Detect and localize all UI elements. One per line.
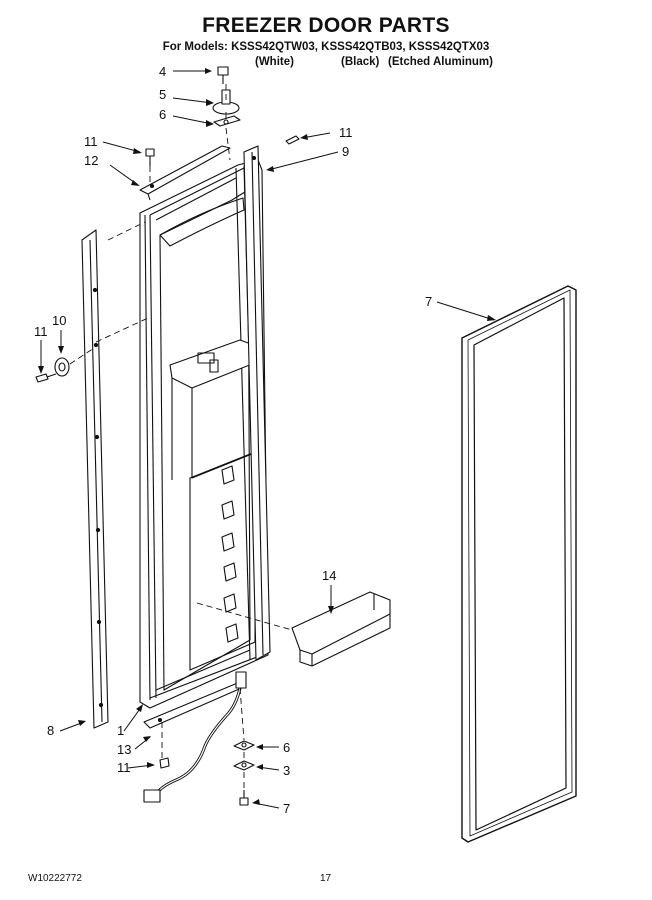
part-6-bottom-bushing [233,740,255,751]
callout-12: 12 [84,153,98,168]
page-title: FREEZER DOOR PARTS [202,14,450,37]
part-3-bottom-hinge [233,760,255,771]
part-12-top-bracket [139,145,231,201]
leader-lines [40,70,495,809]
page-number: 17 [320,873,332,884]
callout-7-bottom: 7 [283,801,290,816]
callout-11-top-left: 11 [84,134,98,149]
callout-8: 8 [47,723,54,738]
part-4-screw [217,66,229,84]
part-14-door-bin [291,591,391,667]
part-11-screw-top-left [145,148,155,166]
callout-11-top-right: 11 [339,125,353,140]
part-11-screw-mid [35,373,57,383]
callout-11-bottom: 11 [117,760,131,775]
part-6-top-bushing [213,115,241,127]
part-1-door-assembly [139,159,269,709]
part-8-trim-strip [81,229,109,729]
callout-5: 5 [159,87,166,102]
variant-white-label: (White) [255,56,294,68]
callout-6-bottom: 6 [283,740,290,755]
variant-etched-label: (Etched Aluminum) [388,56,493,68]
callout-6-top: 6 [159,107,166,122]
callout-10: 10 [52,313,66,328]
wire-harness [143,671,247,803]
callout-13: 13 [117,742,131,757]
callout-11-mid: 11 [34,324,48,339]
callout-14: 14 [322,568,336,583]
part-9-door-trim [243,145,271,661]
callout-4: 4 [159,64,166,79]
callout-3: 3 [283,763,290,778]
alignment-dashes [69,84,293,790]
callout-9: 9 [342,144,349,159]
callout-1: 1 [117,723,124,738]
part-7-bottom-screw [239,790,249,806]
part-10-washer [54,357,70,377]
callout-7-gasket: 7 [425,294,432,309]
variant-black-label: (Black) [341,56,380,68]
part-11-screw-top-right [285,135,300,145]
part-11-screw-bottom [159,757,170,769]
arrowheads [38,68,496,805]
document-number: W10222772 [28,873,82,884]
part-7-door-gasket [461,285,577,843]
part-5-hinge-pin [212,89,240,115]
model-list: For Models: KSSS42QTW03, KSSS42QTB03, KS… [162,41,490,53]
